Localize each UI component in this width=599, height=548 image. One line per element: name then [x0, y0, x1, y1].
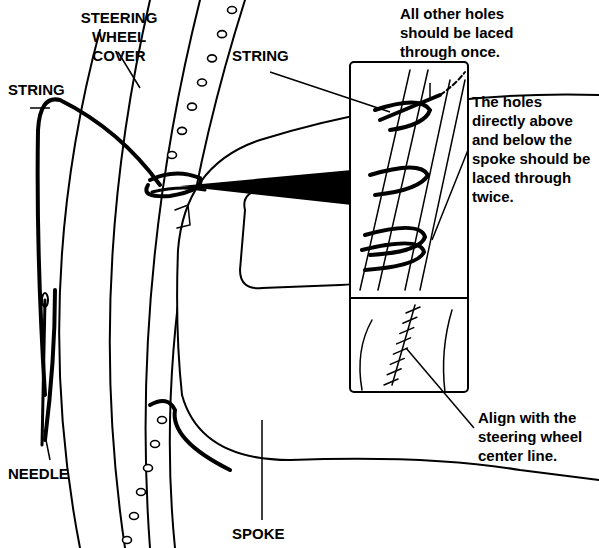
- seam-line: [392, 305, 415, 385]
- stitch: [400, 328, 414, 334]
- leader-line: [44, 430, 50, 460]
- lace-continue: [440, 72, 465, 95]
- lace-loop: [365, 228, 425, 255]
- lace-hole: [144, 465, 153, 472]
- zoom-pointer: [180, 170, 352, 205]
- lace-loop: [370, 168, 428, 196]
- lace-hole: [168, 152, 177, 159]
- lace-hole: [198, 79, 207, 86]
- string-lower: [150, 401, 230, 470]
- string-end: [45, 290, 55, 440]
- lace-hole: [158, 417, 167, 424]
- lace-hole: [178, 127, 187, 134]
- knot-loop: [152, 188, 205, 192]
- stitch: [390, 358, 404, 364]
- stitch: [387, 369, 401, 375]
- lace-hole: [123, 537, 132, 544]
- stitch: [393, 348, 407, 354]
- lace-loop: [362, 243, 424, 270]
- stitch: [397, 338, 411, 344]
- lace: [380, 95, 440, 120]
- cover-edge: [360, 320, 372, 390]
- cover-edge: [420, 80, 465, 290]
- lace-hole: [137, 489, 146, 496]
- stitch: [403, 317, 417, 323]
- string: [38, 99, 160, 395]
- part-name: NEEDLE: [8, 464, 98, 483]
- leader-line: [429, 83, 431, 100]
- lace-hole: [218, 31, 227, 38]
- leader-line: [30, 107, 50, 109]
- inset-frame: [350, 62, 468, 392]
- part-name: STRING: [232, 46, 312, 65]
- lace-hole: [130, 513, 139, 520]
- lace-hole: [228, 7, 237, 14]
- stitch: [384, 379, 398, 385]
- note: All other holes should be laced through …: [400, 4, 520, 61]
- part-name: STEERING WHEEL COVER: [64, 8, 174, 65]
- seam-tab: [175, 205, 190, 228]
- needle: [42, 300, 45, 445]
- part-name: SPOKE: [232, 524, 312, 543]
- needle-eye: [42, 293, 48, 307]
- note: Align with the steering wheel center lin…: [478, 408, 593, 465]
- stitch: [406, 307, 420, 313]
- note: The holes directly above and below the s…: [472, 92, 596, 206]
- lace-loop: [375, 103, 430, 131]
- cover-edge: [444, 310, 452, 392]
- part-name: STRING: [8, 80, 88, 99]
- leader-line: [270, 72, 390, 112]
- lace-hole: [188, 103, 197, 110]
- lace-hole: [151, 441, 160, 448]
- leader-line: [432, 150, 468, 240]
- lace-hole: [208, 55, 217, 62]
- leader-line: [261, 420, 263, 520]
- inset-divider: [350, 297, 468, 299]
- leader-line: [406, 348, 474, 428]
